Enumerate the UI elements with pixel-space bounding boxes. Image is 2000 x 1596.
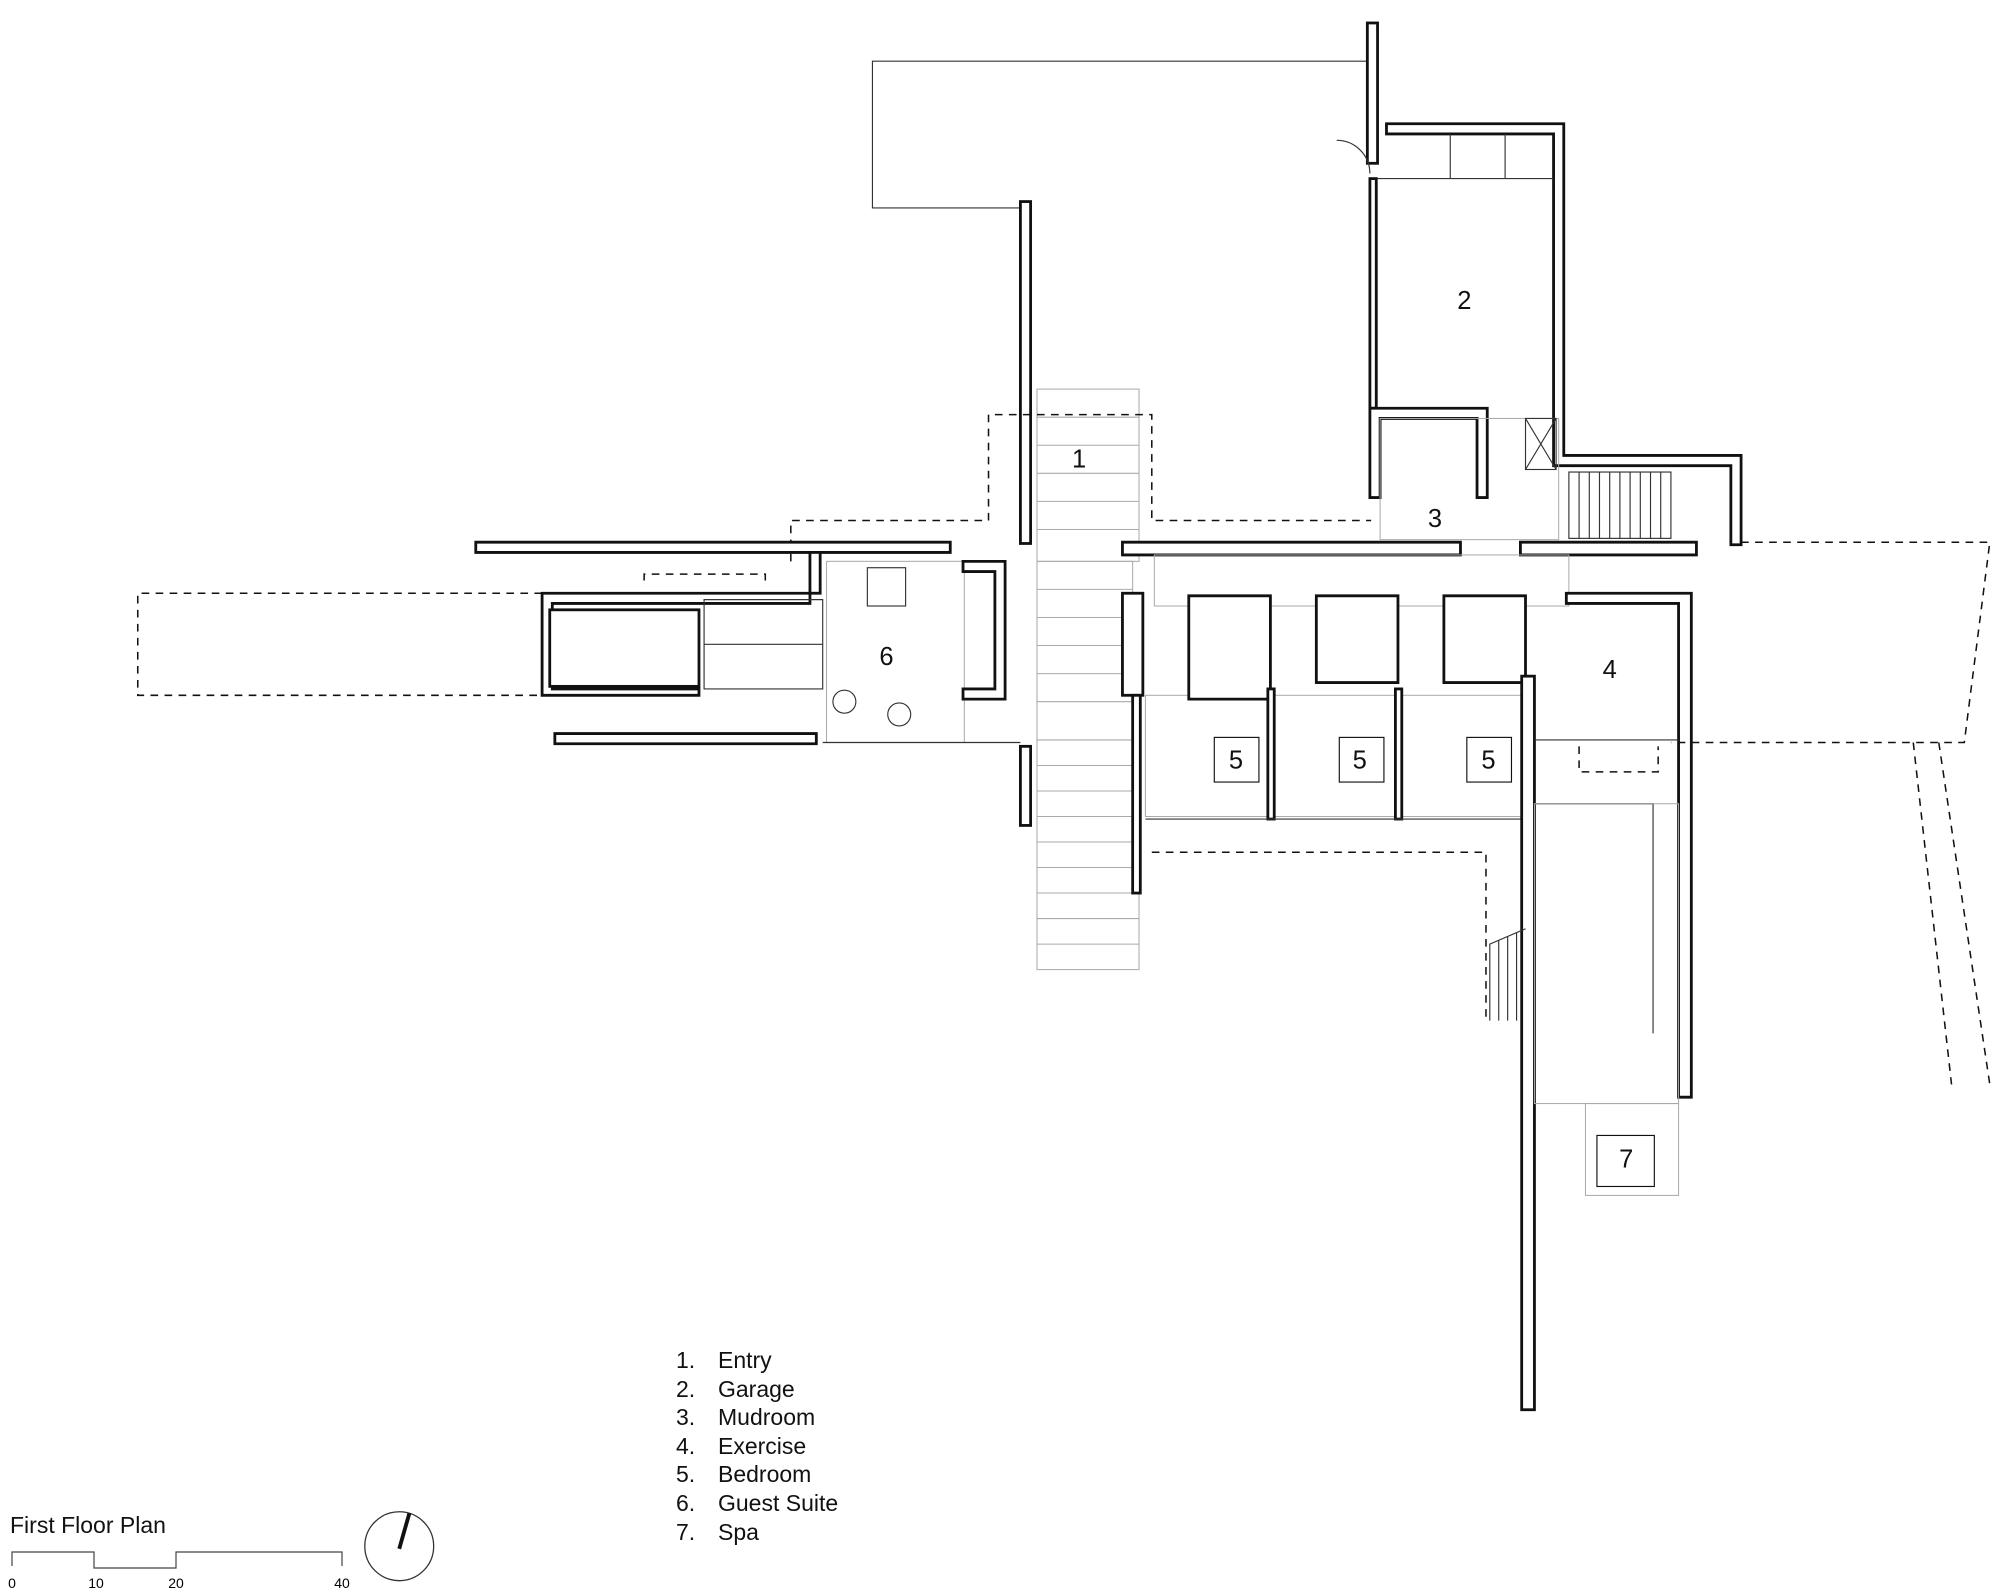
legend-item: 2. Garage xyxy=(676,1375,838,1404)
terrace-outline-east xyxy=(1670,541,1991,1085)
wall-mudroom xyxy=(1368,406,1489,499)
exercise-partition xyxy=(1534,739,1679,1034)
spa-walkway xyxy=(1533,803,1680,1105)
terrace-outline-south xyxy=(1151,851,1487,1021)
scale-tick: 40 xyxy=(334,1575,350,1591)
guest-outline-inner xyxy=(643,573,767,587)
legend-num: 4. xyxy=(676,1432,696,1459)
wall-guest-north xyxy=(474,540,952,554)
legend-label: Guest Suite xyxy=(718,1489,839,1516)
room-tag-spa: 7 xyxy=(1619,1146,1633,1174)
legend-num: 3. xyxy=(676,1404,696,1431)
legend-item: 7. Spa xyxy=(676,1518,838,1547)
scale-bar: 0 10 20 40 xyxy=(8,1551,350,1591)
legend-label: Bedroom xyxy=(718,1461,812,1488)
wall-guest-south xyxy=(553,732,818,746)
bed-tag-box xyxy=(1213,736,1260,783)
legend-label: Mudroom xyxy=(718,1404,816,1431)
legend-num: 1. xyxy=(676,1347,696,1373)
room-tag-bedroom: 5 xyxy=(1229,746,1243,774)
legend-num: 5. xyxy=(676,1461,696,1488)
wall-main-vertical-lower xyxy=(1019,744,1033,827)
guest-outline-west xyxy=(136,592,543,697)
mudroom-tile xyxy=(1379,417,1560,541)
guest-bath xyxy=(703,599,824,690)
chair-guest xyxy=(832,689,857,714)
entry-canopy-outline xyxy=(790,413,1372,562)
wall-guest-pool xyxy=(540,591,812,697)
legend-item: 6. Guest Suite xyxy=(676,1489,838,1518)
room-tag-bedroom: 5 xyxy=(1353,746,1367,774)
legend-item: 4. Exercise xyxy=(676,1432,838,1461)
room-tag-garage: 2 xyxy=(1457,287,1471,315)
scale-tick: 0 xyxy=(8,1575,16,1591)
legend-label: Spa xyxy=(718,1518,759,1545)
room-tag-entry: 1 xyxy=(1072,445,1086,473)
room-legend: 1. Entry 2. Garage 3. Mudroom 4. Exercise 5.… xyxy=(676,1346,838,1546)
legend-label: Entry xyxy=(718,1347,772,1373)
plan-title: First Floor Plan xyxy=(10,1512,166,1538)
room-tag-bedroom: 5 xyxy=(1481,746,1495,774)
wall-corridor-north xyxy=(1121,540,1462,557)
north-arrow-icon xyxy=(364,1511,435,1582)
bed-guest xyxy=(866,567,907,607)
stair-south xyxy=(1489,928,1526,1021)
pool xyxy=(548,608,701,688)
wall-guest-closet xyxy=(961,559,1007,701)
driveway-outline xyxy=(871,60,1368,209)
legend-label: Garage xyxy=(718,1375,795,1402)
scale-tick: 10 xyxy=(88,1575,104,1591)
stair-mudroom xyxy=(1568,471,1672,539)
bedroom-wing xyxy=(1121,591,1536,1412)
wall-guest-west xyxy=(808,551,822,595)
legend-item: 1. Entry xyxy=(676,1346,838,1375)
guest-suite-floor xyxy=(826,560,965,744)
legend-num: 6. xyxy=(676,1489,696,1516)
wall-exercise xyxy=(1564,591,1693,1099)
wall-garage-left xyxy=(1368,177,1378,410)
garage-door-swing xyxy=(1336,139,1371,174)
legend-item: 5. Bedroom xyxy=(676,1460,838,1489)
legend-label: Exercise xyxy=(718,1432,807,1459)
bed-tag-box xyxy=(1466,736,1513,783)
garage-storage xyxy=(1377,133,1554,180)
legend-num: 7. xyxy=(676,1518,696,1545)
elevator xyxy=(1524,417,1557,471)
bed-tag-box xyxy=(1338,736,1385,783)
elevator-x xyxy=(1525,418,1557,470)
wall-main-vertical xyxy=(1019,200,1033,545)
exercise-outline xyxy=(1578,746,1659,773)
room-tag-mudroom: 3 xyxy=(1428,505,1442,533)
room-tag-exercise: 4 xyxy=(1603,656,1617,684)
chair-guest-2 xyxy=(887,702,912,727)
legend-item: 3. Mudroom xyxy=(676,1403,838,1432)
wall-driveway xyxy=(1365,21,1379,165)
wall-corridor-north-east xyxy=(1519,540,1698,557)
scale-tick: 20 xyxy=(168,1575,184,1591)
room-tag-guest-suite: 6 xyxy=(879,643,893,671)
legend-num: 2. xyxy=(676,1375,696,1402)
wall-garage xyxy=(1385,122,1743,547)
spa-tag-box xyxy=(1596,1134,1655,1188)
